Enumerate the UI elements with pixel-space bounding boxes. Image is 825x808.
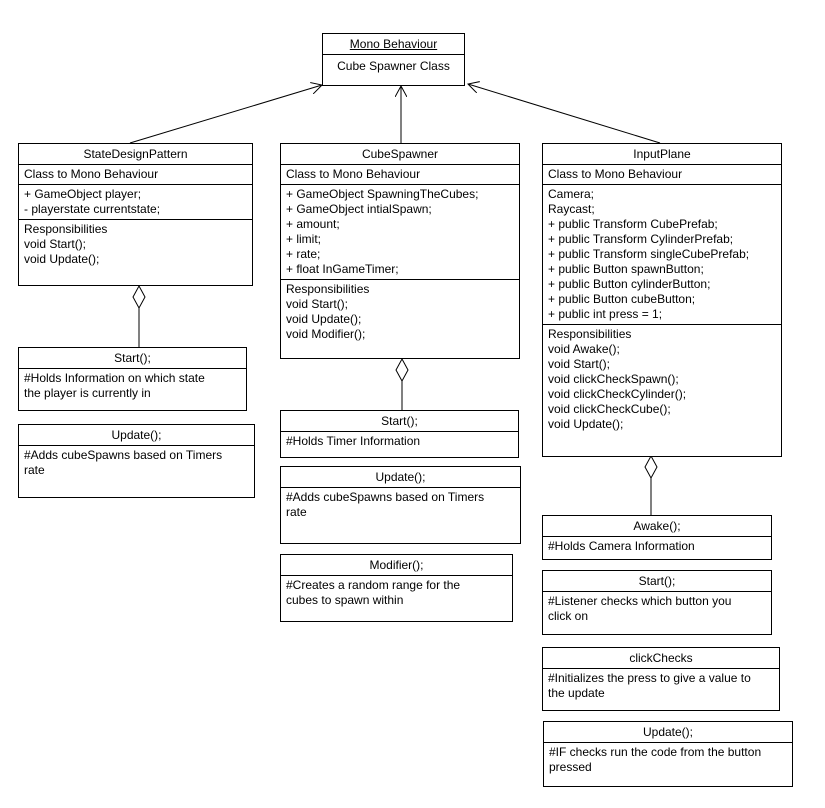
note-line: the update [548,686,605,700]
base-class-title: Mono Behaviour [323,34,464,55]
attribute: Raycast; [548,202,595,216]
attribute: + public Transform CubePrefab; [548,217,718,231]
method-list: Responsibilities void Start(); void Upda… [19,219,252,269]
method: void Update(); [24,252,100,266]
base-class-subtitle: Cube Spawner Class [337,59,450,73]
attribute: + public Button spawnButton; [548,262,704,276]
attribute: + GameObject SpawningTheCubes; [286,187,479,201]
note-box: Start(); #Holds Information on which sta… [18,347,247,411]
note-box: Update(); #Adds cubeSpawns based on Time… [280,466,521,544]
method: void Update(); [548,417,624,431]
method: void Update(); [286,312,362,326]
note-line: pressed [549,760,592,774]
note-box: Start(); #Listener checks which button y… [542,570,772,635]
class-name: CubeSpawner [281,144,519,165]
note-box: Modifier(); #Creates a random range for … [280,554,513,622]
attribute-list: Camera; Raycast; + public Transform Cube… [543,184,781,324]
note-line: cubes to spawn within [286,593,404,607]
attribute-list: + GameObject player; - playerstate curre… [19,184,252,219]
method: void Start(); [286,297,349,311]
note-line: #Adds cubeSpawns based on Timers [286,490,485,504]
note-title: Update(); [281,467,520,488]
attribute: + public Transform singleCubePrefab; [548,247,750,261]
method-list: Responsibilities void Start(); void Upda… [281,279,519,344]
class-cubespawner: CubeSpawner Class to Mono Behaviour + Ga… [280,143,520,359]
note-title: Awake(); [543,516,771,537]
method: void Modifier(); [286,327,366,341]
class-statedesignpattern: StateDesignPattern Class to Mono Behavio… [18,143,253,286]
attribute: Camera; [548,187,595,201]
note-line: #Holds Camera Information [548,539,695,553]
class-inputplane: InputPlane Class to Mono Behaviour Camer… [542,143,782,457]
inheritance-arrow-statedesignpattern [129,85,322,144]
attribute: + amount; [286,217,340,231]
responsibilities-label: Responsibilities [548,327,632,341]
class-stereotype: Class to Mono Behaviour [286,167,421,181]
inheritance-arrow-inputplane [468,84,661,144]
note-box: clickChecks #Initializes the press to gi… [542,647,780,711]
method: void clickCheckCube(); [548,402,671,416]
method: void Start(); [548,357,611,371]
note-line: #Adds cubeSpawns based on Timers [24,448,223,462]
note-title: Update(); [19,425,254,446]
method: void clickCheckCylinder(); [548,387,687,401]
attribute: + public int press = 1; [548,307,663,321]
note-title: Start(); [281,411,518,432]
note-line: #Initializes the press to give a value t… [548,671,751,685]
class-name: StateDesignPattern [19,144,252,165]
class-stereotype: Class to Mono Behaviour [548,167,683,181]
note-title: Update(); [544,722,792,743]
method: void Start(); [24,237,87,251]
attribute: + public Button cylinderButton; [548,277,711,291]
note-title: clickChecks [543,648,779,669]
attribute: + float InGameTimer; [286,262,399,276]
method: void clickCheckSpawn(); [548,372,679,386]
base-class-box: Mono Behaviour Cube Spawner Class [322,33,465,86]
note-line: the player is currently in [24,386,151,400]
attribute: + GameObject intialSpawn; [286,202,432,216]
note-title: Modifier(); [281,555,512,576]
note-box: Update(); #Adds cubeSpawns based on Time… [18,424,255,498]
note-line: rate [286,505,307,519]
attribute: + public Button cubeButton; [548,292,696,306]
attribute: + GameObject player; [24,187,142,201]
note-line: #Listener checks which button you [548,594,732,608]
method: void Awake(); [548,342,620,356]
responsibilities-label: Responsibilities [286,282,370,296]
note-box: Start(); #Holds Timer Information [280,410,519,458]
class-stereotype: Class to Mono Behaviour [24,167,159,181]
aggregation-diamond-cubespawner [395,357,409,383]
note-box: Awake(); #Holds Camera Information [542,515,772,560]
attribute: + limit; [286,232,322,246]
class-name: InputPlane [543,144,781,165]
aggregation-diamond-statedesignpattern [132,284,146,310]
note-line: #Creates a random range for the [286,578,461,592]
note-line: #Holds Timer Information [286,434,421,448]
note-line: #Holds Information on which state [24,371,205,385]
note-line: click on [548,609,589,623]
note-title: Start(); [543,571,771,592]
attribute: + rate; [286,247,321,261]
note-line: #IF checks run the code from the button [549,745,762,759]
responsibilities-label: Responsibilities [24,222,108,236]
aggregation-diamond-inputplane [644,454,658,480]
attribute: + public Transform CylinderPrefab; [548,232,734,246]
method-list: Responsibilities void Awake(); void Star… [543,324,781,434]
note-title: Start(); [19,348,246,369]
attribute-list: + GameObject SpawningTheCubes; + GameObj… [281,184,519,279]
attribute: - playerstate currentstate; [24,202,161,216]
note-line: rate [24,463,45,477]
note-box: Update(); #IF checks run the code from t… [543,721,793,787]
